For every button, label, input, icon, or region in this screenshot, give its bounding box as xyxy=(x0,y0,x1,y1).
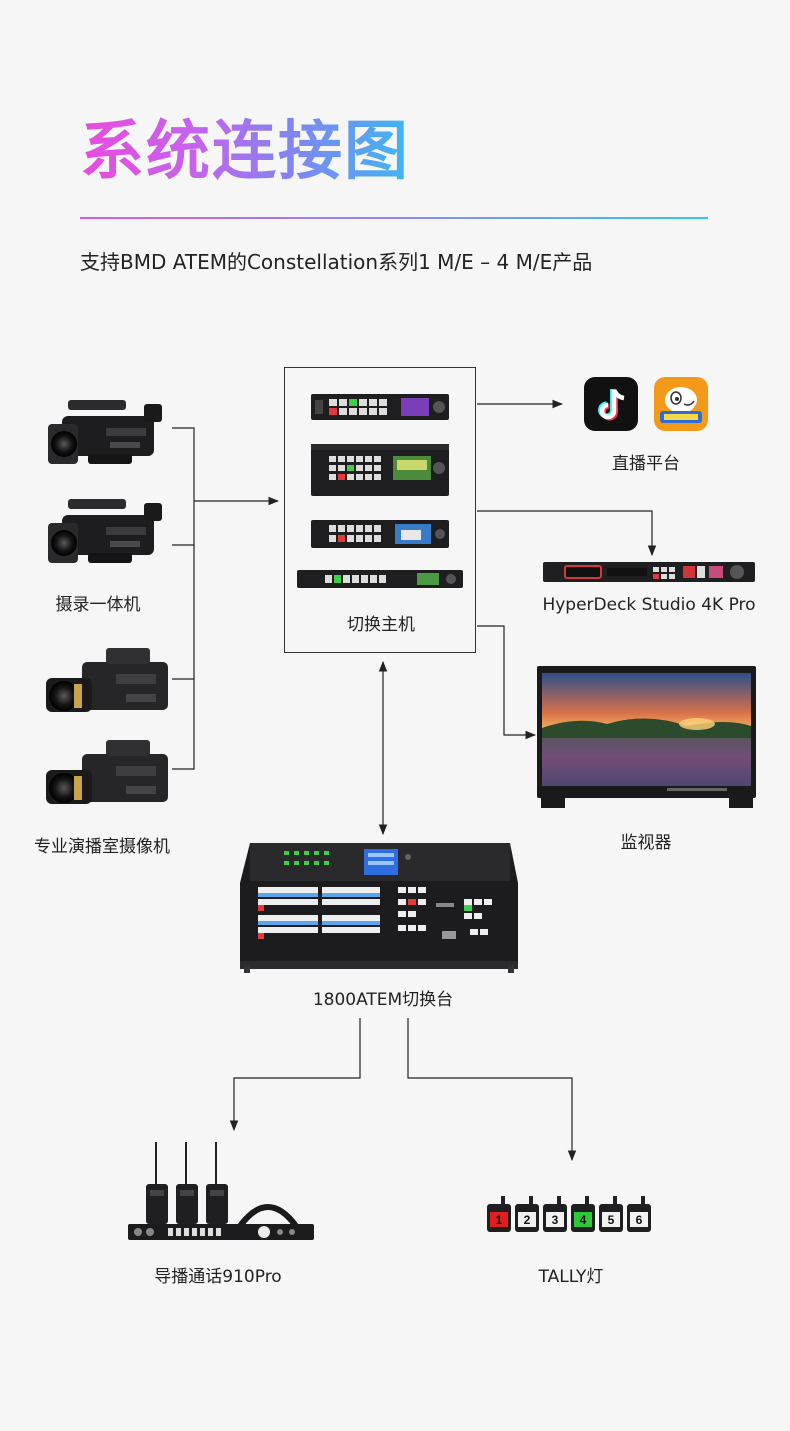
tally-number-6: 6 xyxy=(636,1213,643,1227)
intercom-icon xyxy=(128,1142,314,1240)
douyu-icon xyxy=(654,377,708,431)
tally-light-4: 4 xyxy=(571,1196,595,1232)
tally-number-3: 3 xyxy=(552,1213,559,1227)
switcher-unit-1-icon xyxy=(311,394,449,420)
atem-panel-label: 1800ATEM切换台 xyxy=(312,990,454,1010)
tally-light-3: 3 xyxy=(543,1196,567,1232)
headset-icon xyxy=(237,1204,299,1228)
intercom-label: 导播通话910Pro xyxy=(154,1267,282,1287)
panel-to-tally-arrow xyxy=(407,1018,577,1162)
studio-camera-2-icon xyxy=(46,740,168,804)
tally-number-5: 5 xyxy=(608,1213,615,1227)
tally-light-5: 5 xyxy=(599,1196,623,1232)
page-subtitle: 支持BMD ATEM的Constellation系列1 M/E – 4 M/E产… xyxy=(80,250,593,274)
panel-to-intercom-arrow xyxy=(229,1018,361,1132)
tiktok-icon xyxy=(584,377,638,431)
camcorder-bracket xyxy=(172,427,195,546)
tally-light-1: 1 xyxy=(487,1196,511,1232)
page-title: 系统连接图 xyxy=(80,112,410,192)
switcher-to-monitor-arrow xyxy=(477,625,537,740)
hyperdeck-label: HyperDeck Studio 4K Pro xyxy=(542,595,756,615)
monitor-icon xyxy=(537,666,756,808)
switcher-unit-3-icon xyxy=(311,520,449,548)
camcorder-2-icon xyxy=(48,499,162,563)
switcher-unit-2-icon xyxy=(311,444,449,496)
title-divider xyxy=(80,217,708,219)
switcher-to-hyperdeck-arrow xyxy=(477,510,657,557)
studio-camera-1-icon xyxy=(46,648,168,712)
switcher-host-label: 切换主机 xyxy=(347,615,415,635)
tally-label: TALLY灯 xyxy=(538,1267,604,1287)
tally-number-4: 4 xyxy=(580,1213,587,1227)
tally-light-2: 2 xyxy=(515,1196,539,1232)
tally-number-2: 2 xyxy=(524,1213,531,1227)
studio-camera-label: 专业演播室摄像机 xyxy=(34,837,170,857)
camcorder-label: 摄录一体机 xyxy=(55,595,141,615)
camcorder-1-icon xyxy=(48,400,162,464)
monitor-label: 监视器 xyxy=(620,833,672,853)
beltpack-1-icon xyxy=(146,1142,168,1224)
switcher-unit-4-icon xyxy=(297,570,463,588)
connection-lines xyxy=(172,399,657,1162)
tally-lights-icon: 1 2 3 4 5 6 xyxy=(487,1196,651,1232)
live-platform-label: 直播平台 xyxy=(612,454,680,474)
tally-number-1: 1 xyxy=(496,1213,503,1227)
hyperdeck-icon xyxy=(543,562,755,582)
beltpack-3-icon xyxy=(206,1142,228,1224)
atem-panel-icon xyxy=(240,843,518,973)
studio-camera-bracket xyxy=(172,678,195,770)
tally-light-6: 6 xyxy=(627,1196,651,1232)
beltpack-2-icon xyxy=(176,1142,198,1224)
